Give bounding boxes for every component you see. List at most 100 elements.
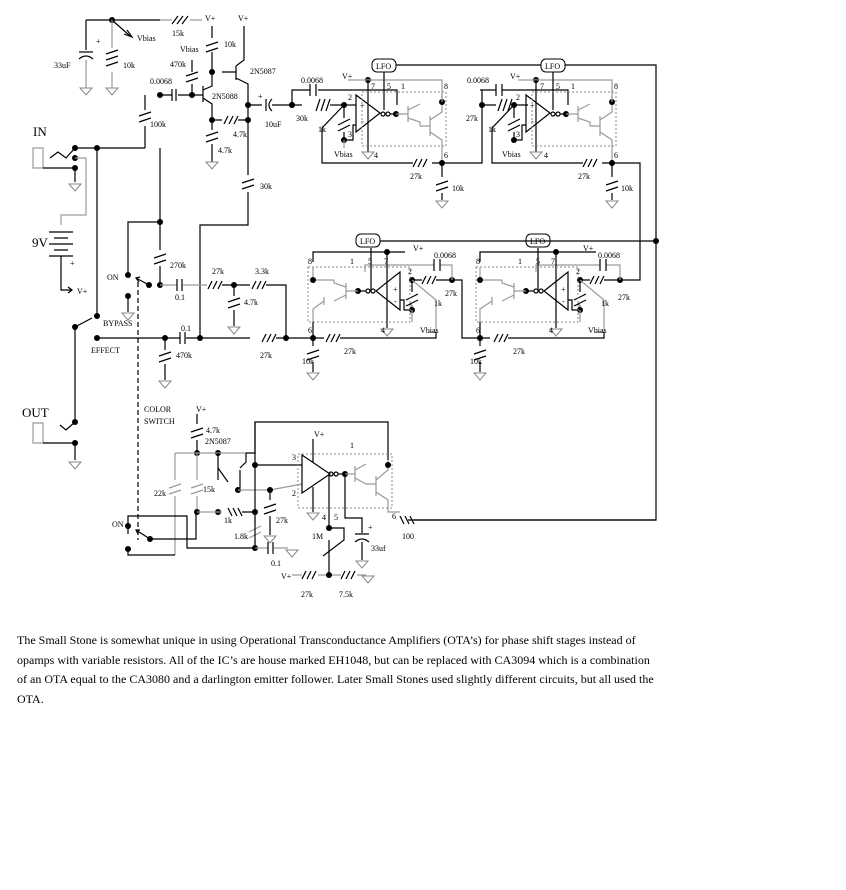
- input-jack: IN: [32, 124, 145, 225]
- label-0068: 0.0068: [467, 76, 489, 85]
- label-2n5087: 2N5087: [205, 437, 231, 446]
- label-lfo: LFO: [360, 237, 375, 246]
- input-buffer: 10k 2N5087 Vbias 470k 0.0068 2N5088 4.7k…: [138, 26, 295, 338]
- plus-sign: +: [258, 92, 263, 101]
- minus-sign: -: [361, 117, 364, 126]
- plus-sign: +: [561, 285, 566, 294]
- phase-stage-3: 27k 0.0068 1k 2 3 Vbias + - V+ 8 1 5 7 4…: [452, 233, 630, 381]
- lfo-circuit: COLOR SWITCH V+ 4.7k 2N5087 3 22k 15k 2 …: [112, 405, 656, 599]
- label-270k: 270k: [170, 261, 186, 270]
- pin-label: 1: [518, 257, 522, 266]
- label-vbias: Vbias: [334, 150, 353, 159]
- mixer-network: 0.1 27k 3.3k 4.7k 0.1 27k 470k: [158, 267, 313, 389]
- label-lfo: LFO: [545, 62, 560, 71]
- label-in: IN: [33, 124, 47, 139]
- minus-sign: -: [531, 117, 534, 126]
- label-on: ON: [112, 520, 124, 529]
- pin-label: 1: [571, 82, 575, 91]
- pin-label: 8: [614, 82, 618, 91]
- description-paragraph: The Small Stone is somewhat unique in us…: [17, 633, 654, 706]
- plus-sign: +: [70, 259, 75, 268]
- pin-label: 2: [516, 93, 520, 102]
- plus-sign: +: [360, 101, 365, 110]
- pin-label: 5: [556, 82, 560, 91]
- plus-sign: +: [530, 101, 535, 110]
- label-3-3k: 3.3k: [255, 267, 269, 276]
- label-10k: 10k: [470, 357, 482, 366]
- label-470k: 470k: [176, 351, 192, 360]
- minus-sign: -: [394, 297, 397, 306]
- label-22k: 22k: [154, 489, 166, 498]
- pin-label: 4: [544, 151, 548, 160]
- pin-label: 3: [348, 130, 352, 139]
- label-27k: 27k: [445, 289, 457, 298]
- label-27k: 27k: [410, 172, 422, 181]
- label-bypass: BYPASS: [103, 319, 133, 328]
- pin-label: 1: [350, 257, 354, 266]
- label-vplus: V+: [238, 14, 249, 23]
- pin-label: 2: [348, 93, 352, 102]
- pin-label: 6: [444, 151, 448, 160]
- phase-stage-4: 27k 0.0068 1k 2 3 Vbias + - V+ 8 1 5 7 4…: [302, 233, 659, 381]
- label-4-7k: 4.7k: [233, 130, 247, 139]
- pin-label: 6: [476, 326, 480, 335]
- resistor-15k: [171, 15, 189, 25]
- pin-label: 5: [536, 257, 540, 266]
- pin-label: 3: [292, 453, 296, 462]
- label-0-1: 0.1: [271, 559, 281, 568]
- pin-label: 7: [540, 82, 544, 91]
- pin-label: 6: [392, 512, 396, 521]
- battery-9v: 9V + V+: [32, 231, 88, 296]
- label-0-1: 0.1: [175, 293, 185, 302]
- pin-label: 4: [374, 151, 378, 160]
- label-10k: 10k: [452, 184, 464, 193]
- label-27k: 27k: [513, 347, 525, 356]
- phase-stage-1: 30k 0.0068 1k 2 3 Vbias + - V+ 7 5 1 8 4…: [289, 58, 657, 521]
- pin-label: 4: [322, 513, 326, 522]
- label-10uf: 10uF: [265, 120, 282, 129]
- label-vbias: Vbias: [180, 45, 199, 54]
- label-30k: 30k: [296, 114, 308, 123]
- resistor-10k-bias: [105, 49, 119, 67]
- label-470k: 470k: [170, 60, 186, 69]
- pin-label: 2: [292, 489, 296, 498]
- label-33uf: 33uF: [54, 61, 71, 70]
- label-color: COLOR: [144, 405, 172, 414]
- phase-stage-2: 0.0068 27k 1k 2 3 Vbias + - V+ 7 5 1 8 4…: [466, 58, 641, 281]
- label-4-7k: 4.7k: [244, 298, 258, 307]
- label-1-8k: 1.8k: [234, 532, 248, 541]
- label-10k: 10k: [621, 184, 633, 193]
- pin-label: 5: [334, 513, 338, 522]
- label-27k: 27k: [618, 293, 630, 302]
- pin-label: 3: [577, 303, 581, 312]
- label-vplus: V+: [281, 572, 292, 581]
- label-vplus: V+: [413, 244, 424, 253]
- pin-label: 1: [350, 441, 354, 450]
- pin-label: 6: [614, 151, 618, 160]
- label-27k: 27k: [466, 114, 478, 123]
- pin-label: 7: [551, 257, 555, 266]
- label-27k: 27k: [344, 347, 356, 356]
- label-15k: 15k: [172, 29, 184, 38]
- label-on: ON: [107, 273, 119, 282]
- label-vbias: Vbias: [502, 150, 521, 159]
- pin-label: 4: [381, 326, 385, 335]
- label-2n5088: 2N5088: [212, 92, 238, 101]
- pin-label: 5: [387, 82, 391, 91]
- label-vplus: V+: [314, 430, 325, 439]
- label-vbias: Vbias: [137, 34, 156, 43]
- label-100: 100: [402, 532, 414, 541]
- label-10k: 10k: [123, 61, 135, 70]
- label-1k: 1k: [224, 516, 232, 525]
- label-0068: 0.0068: [434, 251, 456, 260]
- pin-label: 1: [401, 82, 405, 91]
- label-effect: EFFECT: [91, 346, 120, 355]
- schematic-diagram: 33uF + 10k Vbias 15k V+ V+ 10k 2N5087 Vb…: [22, 14, 659, 599]
- pin-label: 4: [549, 326, 553, 335]
- label-1k: 1k: [434, 299, 442, 308]
- label-27k: 27k: [260, 351, 272, 360]
- label-lfo: LFO: [376, 62, 391, 71]
- label-vplus: V+: [583, 244, 594, 253]
- bypass-switch: BYPASS EFFECT ON 270k: [72, 148, 186, 540]
- bias-network: 33uF + 10k Vbias 15k V+ V+: [54, 14, 249, 96]
